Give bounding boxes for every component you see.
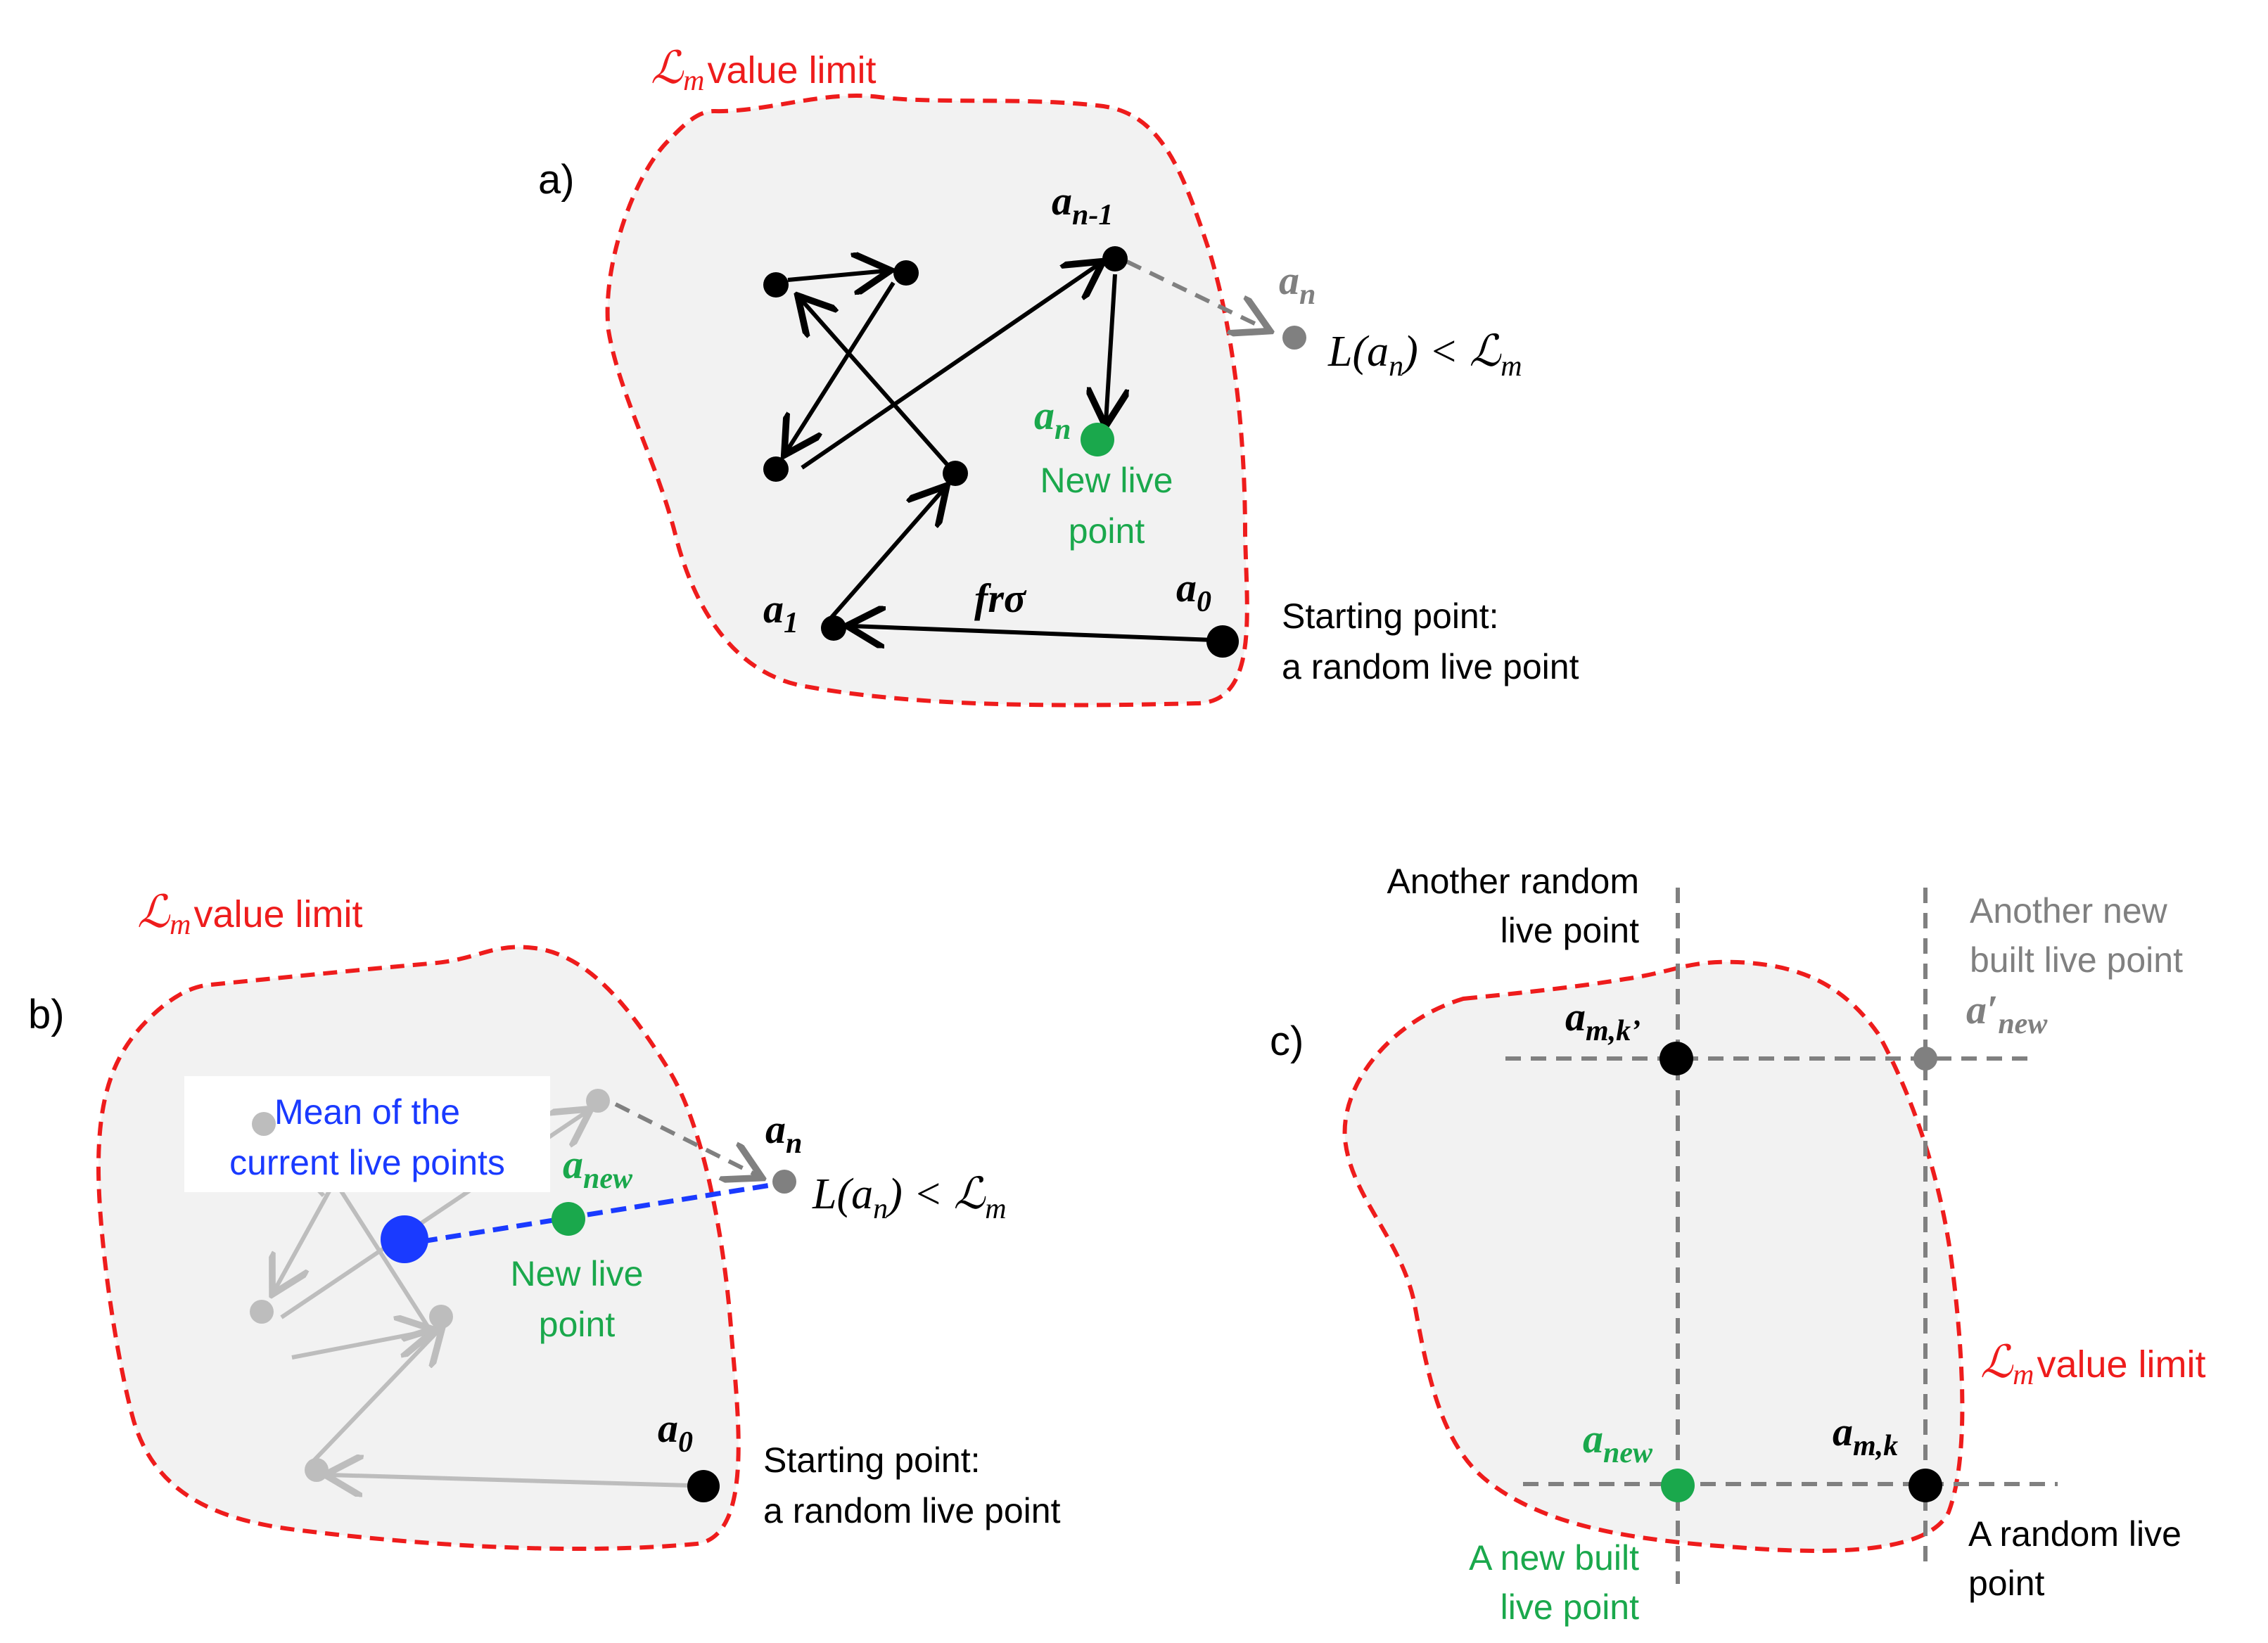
panel-c-point-aprime-new bbox=[1913, 1047, 1937, 1070]
panel-b-label-a0: a0 bbox=[658, 1405, 693, 1459]
panel-a-label: a) bbox=[538, 157, 575, 203]
panel-b-faded-point-1 bbox=[252, 1112, 276, 1136]
panel-a-point-2 bbox=[893, 260, 919, 286]
panel-c: c) Another random live point Another new… bbox=[1270, 862, 2206, 1627]
panel-b-mean-line-2: current live points bbox=[229, 1143, 505, 1182]
panel-a-region bbox=[605, 94, 1249, 708]
panel-a-step-label: frσ bbox=[974, 575, 1027, 621]
panel-a-point-5 bbox=[943, 461, 968, 486]
panel-a-point-an1 bbox=[1102, 246, 1128, 271]
panel-b-arrow-to-rejected bbox=[614, 1102, 758, 1176]
arrow-an1-to-an bbox=[1106, 274, 1115, 422]
panel-c-another-new-1: Another new bbox=[1970, 891, 2168, 931]
panel-b-faded-arrow-4 bbox=[274, 1187, 333, 1291]
panel-c-another-random-2: live point bbox=[1501, 911, 1639, 950]
panel-c-another-new-2: built live point bbox=[1970, 940, 2183, 980]
panel-b: ℒmvalue limit b) Mean of the current liv… bbox=[28, 887, 1061, 1552]
arrow-p2-to-p3 bbox=[786, 281, 896, 452]
panel-a-condition: L(an) < ℒm bbox=[1327, 328, 1522, 383]
panel-b-point-new bbox=[552, 1202, 585, 1236]
panel-c-random-2: point bbox=[1968, 1564, 2045, 1603]
panel-a-label-an-green: an bbox=[1034, 392, 1071, 446]
panel-c-label-amk-prime: am,k’ bbox=[1565, 994, 1641, 1047]
arrow-p1-to-p2 bbox=[787, 271, 886, 280]
panel-b-label: b) bbox=[28, 992, 65, 1037]
panel-a-label-an1: an-1 bbox=[1052, 178, 1113, 231]
panel-c-point-amk bbox=[1909, 1469, 1942, 1502]
panel-a-label-a1: a1 bbox=[763, 586, 798, 639]
panel-a-point-new bbox=[1081, 423, 1114, 456]
panel-b-faded-point-3 bbox=[250, 1300, 274, 1324]
panel-c-region bbox=[1342, 959, 1965, 1553]
panel-b-faded-arrow-7 bbox=[329, 1475, 690, 1485]
panel-a-limit-label: ℒmvalue limit bbox=[651, 43, 877, 97]
panel-b-label-anew: anew bbox=[563, 1142, 633, 1195]
panel-b-label-an: an bbox=[765, 1106, 802, 1160]
panel-a-point-a1 bbox=[821, 615, 846, 641]
panel-a-point-1 bbox=[763, 272, 789, 298]
panel-a-new-live-1: New live bbox=[1040, 461, 1173, 500]
panel-b-mean-box bbox=[184, 1076, 550, 1192]
panel-a: ℒmvalue limit a) an-1 an L(an) < ℒm an N… bbox=[538, 43, 1579, 708]
panel-c-label-aprime-new: a′new bbox=[1966, 987, 2048, 1040]
panel-a-point-a0 bbox=[1206, 625, 1239, 658]
panel-a-new-live-2: point bbox=[1069, 511, 1145, 551]
panel-a-point-rejected bbox=[1282, 326, 1306, 350]
arrow-a1-to-p5 bbox=[828, 489, 944, 620]
panel-b-start-2: a random live point bbox=[763, 1491, 1061, 1530]
panel-b-mean-line-1: Mean of the bbox=[274, 1092, 460, 1132]
panel-b-faded-arrow-6 bbox=[307, 1329, 440, 1467]
panel-c-point-anew bbox=[1661, 1469, 1695, 1502]
panel-b-faded-point-4 bbox=[429, 1305, 453, 1329]
arrow-p5-to-p1 bbox=[801, 299, 949, 466]
panel-c-label: c) bbox=[1270, 1018, 1304, 1064]
panel-c-new-built-1: A new built bbox=[1469, 1538, 1639, 1578]
arrow-an1-to-rejected bbox=[1126, 260, 1266, 329]
panel-c-random-1: A random live bbox=[1968, 1514, 2181, 1554]
panel-b-mean-point bbox=[381, 1215, 428, 1263]
panel-b-faded-point-5 bbox=[305, 1458, 329, 1482]
panel-a-label-a0: a0 bbox=[1176, 565, 1211, 618]
arrow-a0-to-a1 bbox=[851, 626, 1214, 640]
panel-b-new-live-1: New live bbox=[511, 1254, 644, 1293]
panel-c-another-random-1: Another random bbox=[1387, 862, 1639, 901]
panel-b-faded-point-2 bbox=[586, 1089, 610, 1113]
panel-a-start-1: Starting point: bbox=[1282, 596, 1499, 636]
panel-c-label-amk: am,k bbox=[1833, 1409, 1898, 1462]
panel-b-mean-line bbox=[421, 1181, 780, 1244]
panel-a-point-3 bbox=[763, 456, 789, 482]
panel-b-start-1: Starting point: bbox=[763, 1440, 981, 1480]
panel-a-start-2: a random live point bbox=[1282, 647, 1579, 686]
panel-b-point-rejected bbox=[772, 1170, 796, 1194]
panel-b-point-a0 bbox=[687, 1470, 720, 1502]
panel-a-label-an-gray: an bbox=[1279, 257, 1315, 311]
arrow-p3-to-an1 bbox=[801, 264, 1100, 470]
panel-c-point-amk-prime bbox=[1659, 1042, 1693, 1075]
panel-c-new-built-2: live point bbox=[1501, 1587, 1639, 1627]
panel-b-condition: L(an) < ℒm bbox=[812, 1170, 1007, 1225]
panel-c-limit-label: ℒmvalue limit bbox=[1980, 1337, 2206, 1391]
panel-b-limit-label: ℒmvalue limit bbox=[137, 887, 363, 941]
panel-b-new-live-2: point bbox=[539, 1305, 616, 1344]
panel-c-label-anew: anew bbox=[1583, 1416, 1653, 1469]
